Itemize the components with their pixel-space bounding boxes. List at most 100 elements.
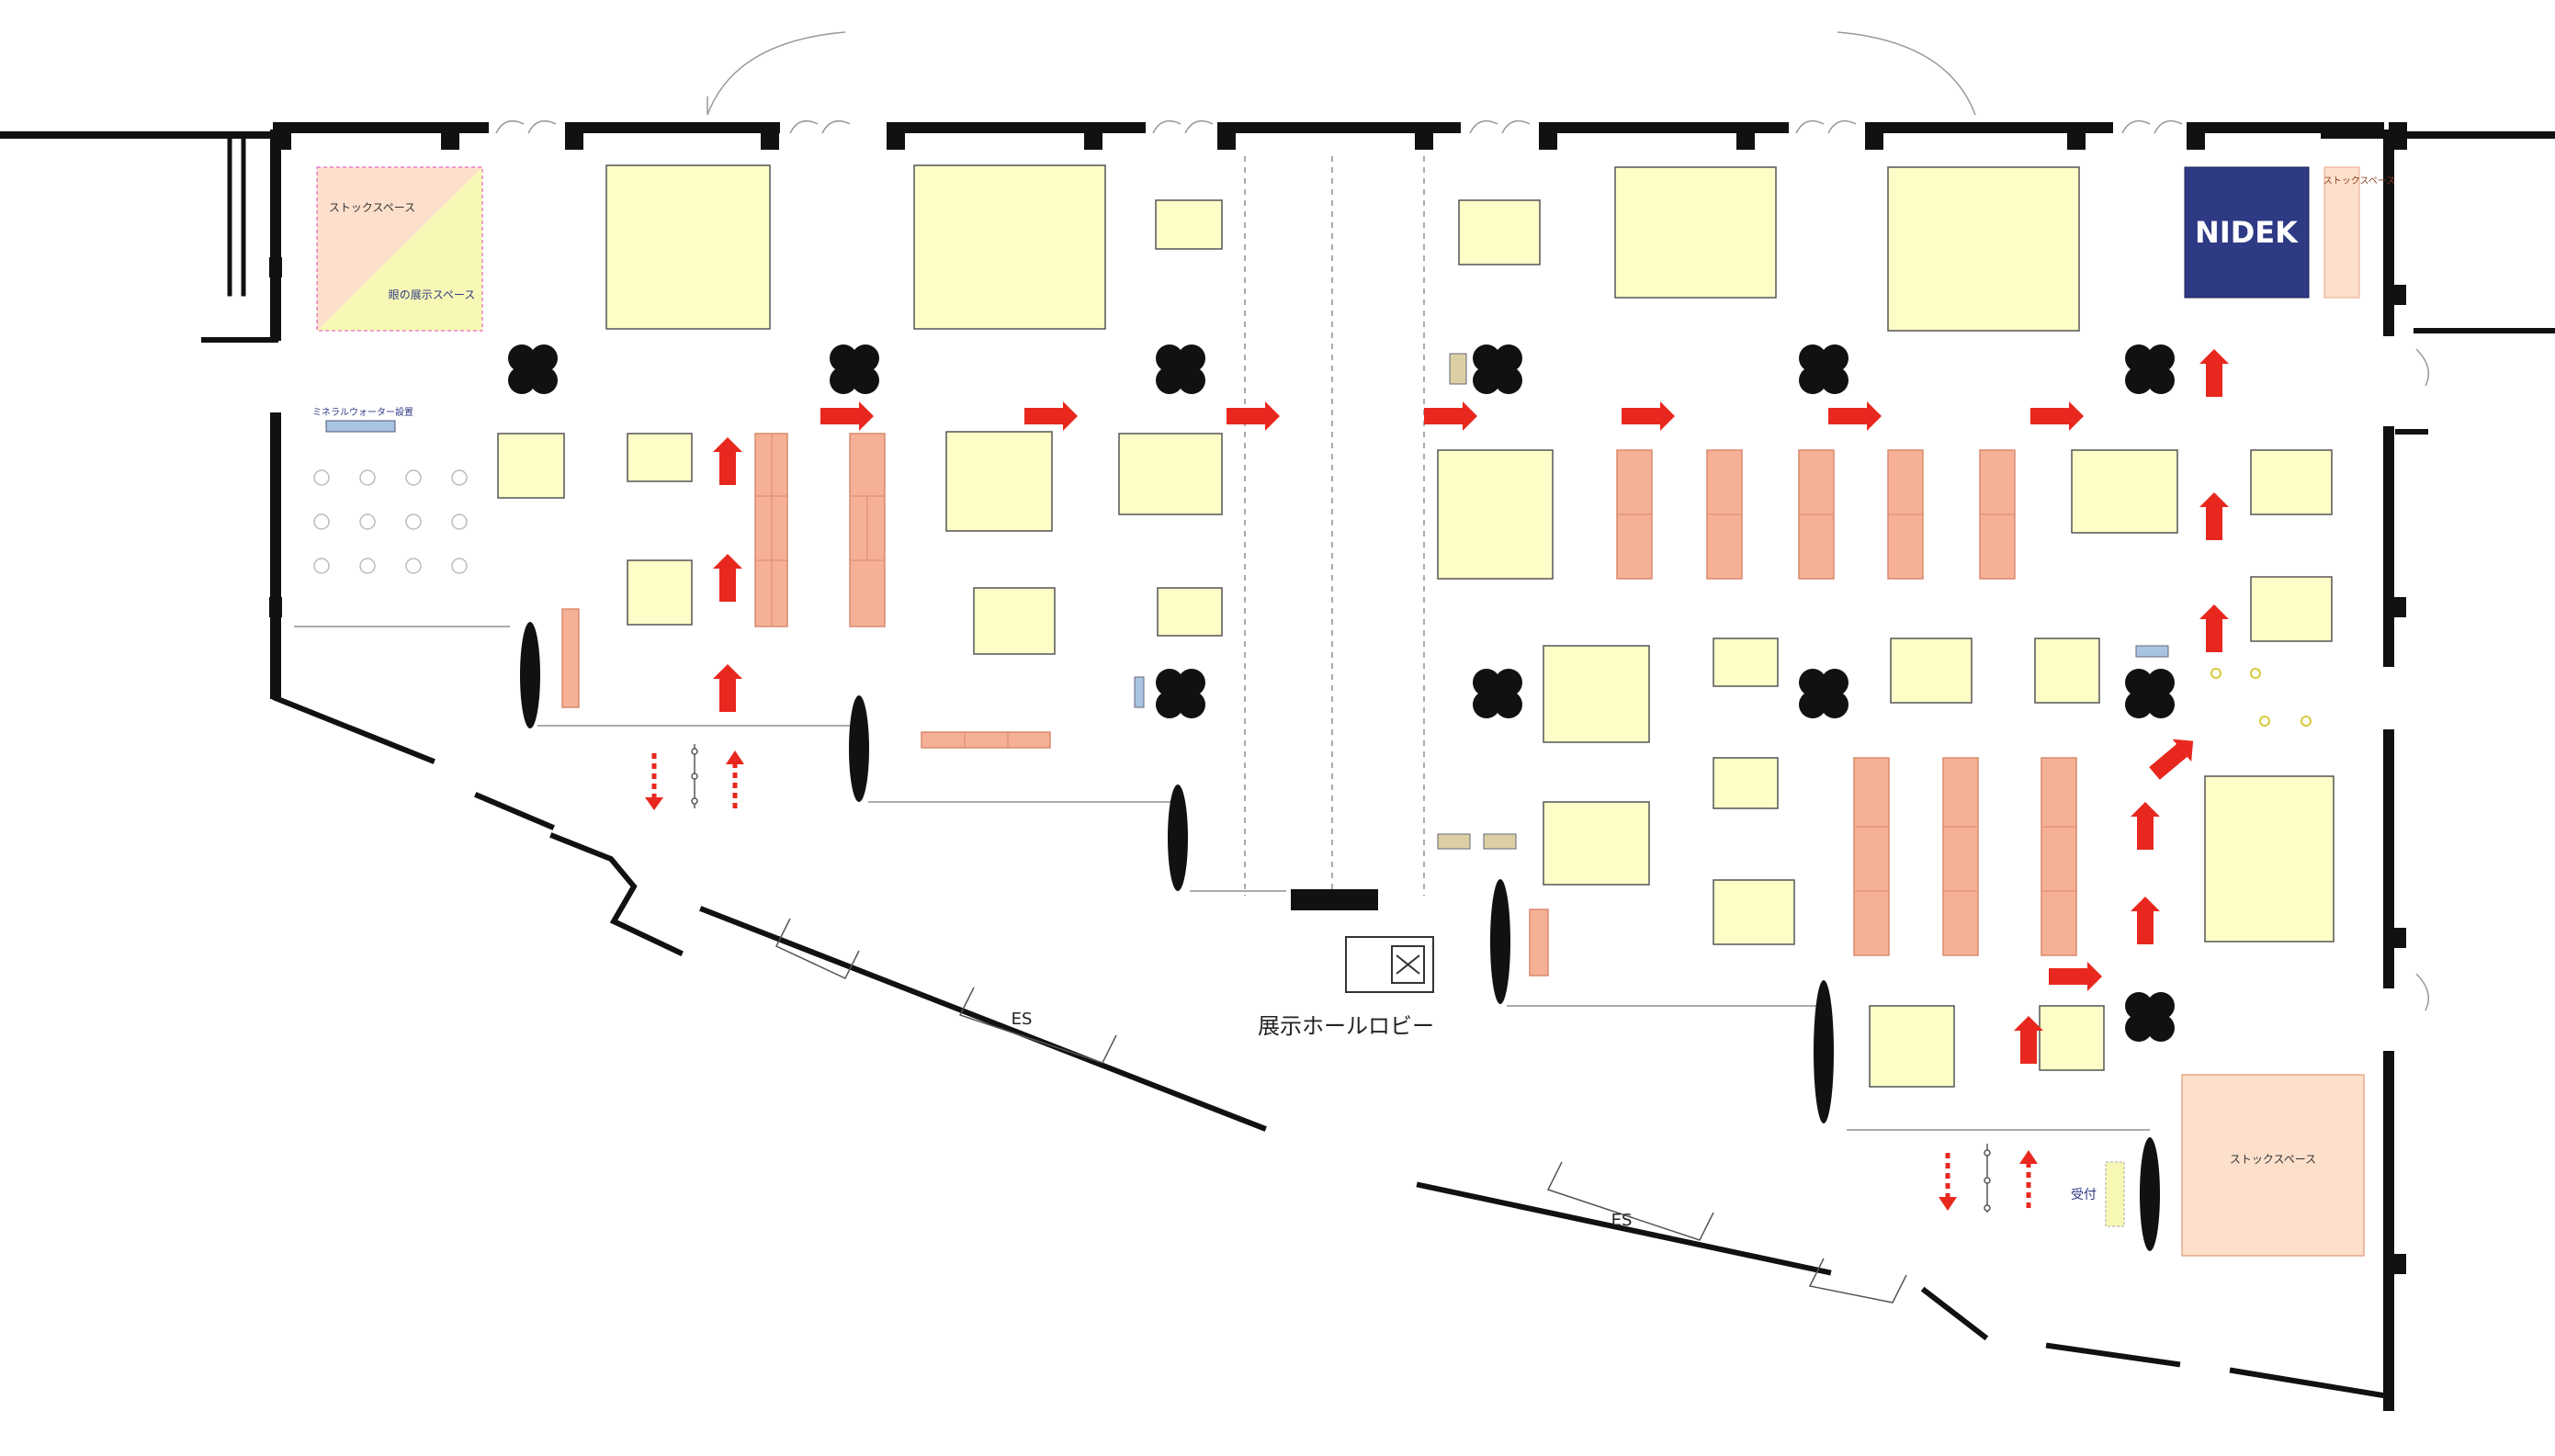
table — [921, 731, 1051, 749]
booth — [2039, 1005, 2105, 1071]
mineral-water-label: ミネラルウォーター設置 — [312, 406, 413, 418]
booth — [1155, 199, 1223, 250]
seat-table — [313, 558, 330, 574]
sign-panels — [520, 622, 2160, 1251]
booth — [2034, 638, 2100, 704]
flow-arrow — [713, 554, 742, 602]
seat-table — [405, 514, 422, 530]
flow-arrow — [2149, 739, 2194, 780]
entrance-flow-heads — [645, 751, 2038, 1211]
flow-arrow — [2199, 492, 2229, 540]
booth — [1458, 199, 1541, 265]
flow-arrow — [2049, 962, 2102, 991]
seat-table — [313, 514, 330, 530]
booth — [605, 164, 771, 330]
outer-walls — [0, 122, 2555, 1411]
stock-space-bottom-label: ストックスペース — [2230, 1153, 2316, 1166]
booth — [973, 587, 1056, 655]
seat-table — [313, 469, 330, 486]
booth — [2204, 775, 2335, 942]
flow-arrow — [2030, 401, 2084, 431]
pillar — [1473, 669, 1522, 718]
seat-table — [405, 558, 422, 574]
booth — [1887, 166, 2080, 332]
booth — [1437, 449, 1554, 580]
flow-arrow — [2199, 349, 2229, 397]
flow-arrow — [2131, 802, 2160, 850]
booth — [945, 431, 1053, 532]
booth — [913, 164, 1106, 330]
flow-arrow — [2014, 1016, 2043, 1064]
table — [1853, 757, 1890, 956]
table-dividers — [755, 434, 2076, 892]
flow-arrow — [2131, 897, 2160, 944]
tables — [561, 433, 2077, 976]
small-fixtures — [1134, 353, 2169, 850]
flow-arrow — [1024, 401, 1078, 431]
entrance-markers — [691, 744, 1991, 1213]
booth — [2250, 449, 2333, 515]
booth — [1543, 645, 1650, 743]
stock-space-small-label: ストックスペース — [2323, 175, 2396, 186]
flow-arrow — [820, 401, 874, 431]
glasses-display-label: 眼の展示スペース — [389, 288, 476, 301]
flow-arrows — [713, 349, 2229, 1064]
pillar — [1156, 669, 1205, 718]
table — [561, 608, 580, 708]
flow-arrow — [1828, 401, 1882, 431]
pillar — [1799, 669, 1848, 718]
pillar — [2125, 992, 2175, 1042]
booth — [1157, 587, 1223, 637]
booth — [1869, 1005, 1955, 1088]
lobby-label: 展示ホールロビー — [1258, 1013, 1434, 1039]
seat-table — [451, 514, 468, 530]
seat-table — [451, 558, 468, 574]
flow-arrow — [1424, 401, 1477, 431]
escalators — [774, 918, 1907, 1304]
booth — [497, 433, 565, 499]
mineral-water-station: ミネラルウォーター設置 — [312, 406, 413, 433]
door-swings — [495, 31, 2430, 1011]
flow-arrow — [1227, 401, 1280, 431]
seat-table — [405, 469, 422, 486]
lobby-elevator — [1345, 936, 1434, 993]
interior-partitions — [294, 156, 2150, 1131]
booths — [497, 164, 2335, 1088]
pillar — [830, 344, 879, 394]
stock-display-area-topleft: ストックスペース 眼の展示スペース — [316, 166, 483, 332]
table — [1942, 757, 1979, 956]
booth — [2250, 576, 2333, 642]
pillar — [1156, 344, 1205, 394]
nidek-booth: NIDEK ストックスペース — [2184, 166, 2396, 299]
booth — [1713, 757, 1779, 809]
seat-table — [359, 469, 376, 486]
seat-table — [451, 469, 468, 486]
booth — [1614, 166, 1777, 299]
nidek-brand-label: NIDEK — [2195, 215, 2299, 250]
table — [1529, 909, 1549, 976]
entrance-flow-dotted — [651, 753, 2031, 1211]
flow-arrow — [713, 664, 742, 712]
booth — [627, 433, 693, 482]
seat-table — [359, 558, 376, 574]
reception-label: 受付 — [2071, 1188, 2097, 1202]
seating-area-left — [313, 469, 468, 574]
booth — [1890, 638, 1973, 704]
flow-arrow — [2199, 604, 2229, 652]
seat-table — [359, 514, 376, 530]
pillar — [508, 344, 558, 394]
pillar — [2125, 344, 2175, 394]
reception-desk: 受付 — [2071, 1161, 2125, 1227]
booth — [2071, 449, 2178, 534]
flow-arrow — [1622, 401, 1675, 431]
pillar — [1799, 344, 1848, 394]
pillar — [2125, 669, 2175, 718]
escalator-left-label: ES — [1012, 1010, 1033, 1029]
flow-arrow — [713, 437, 742, 485]
table — [2041, 757, 2077, 956]
stock-space-bottom-right: ストックスペース — [2181, 1074, 2365, 1257]
booth — [1543, 801, 1650, 886]
booth — [1713, 638, 1779, 687]
escalator-right-label: ES — [1611, 1211, 1633, 1230]
